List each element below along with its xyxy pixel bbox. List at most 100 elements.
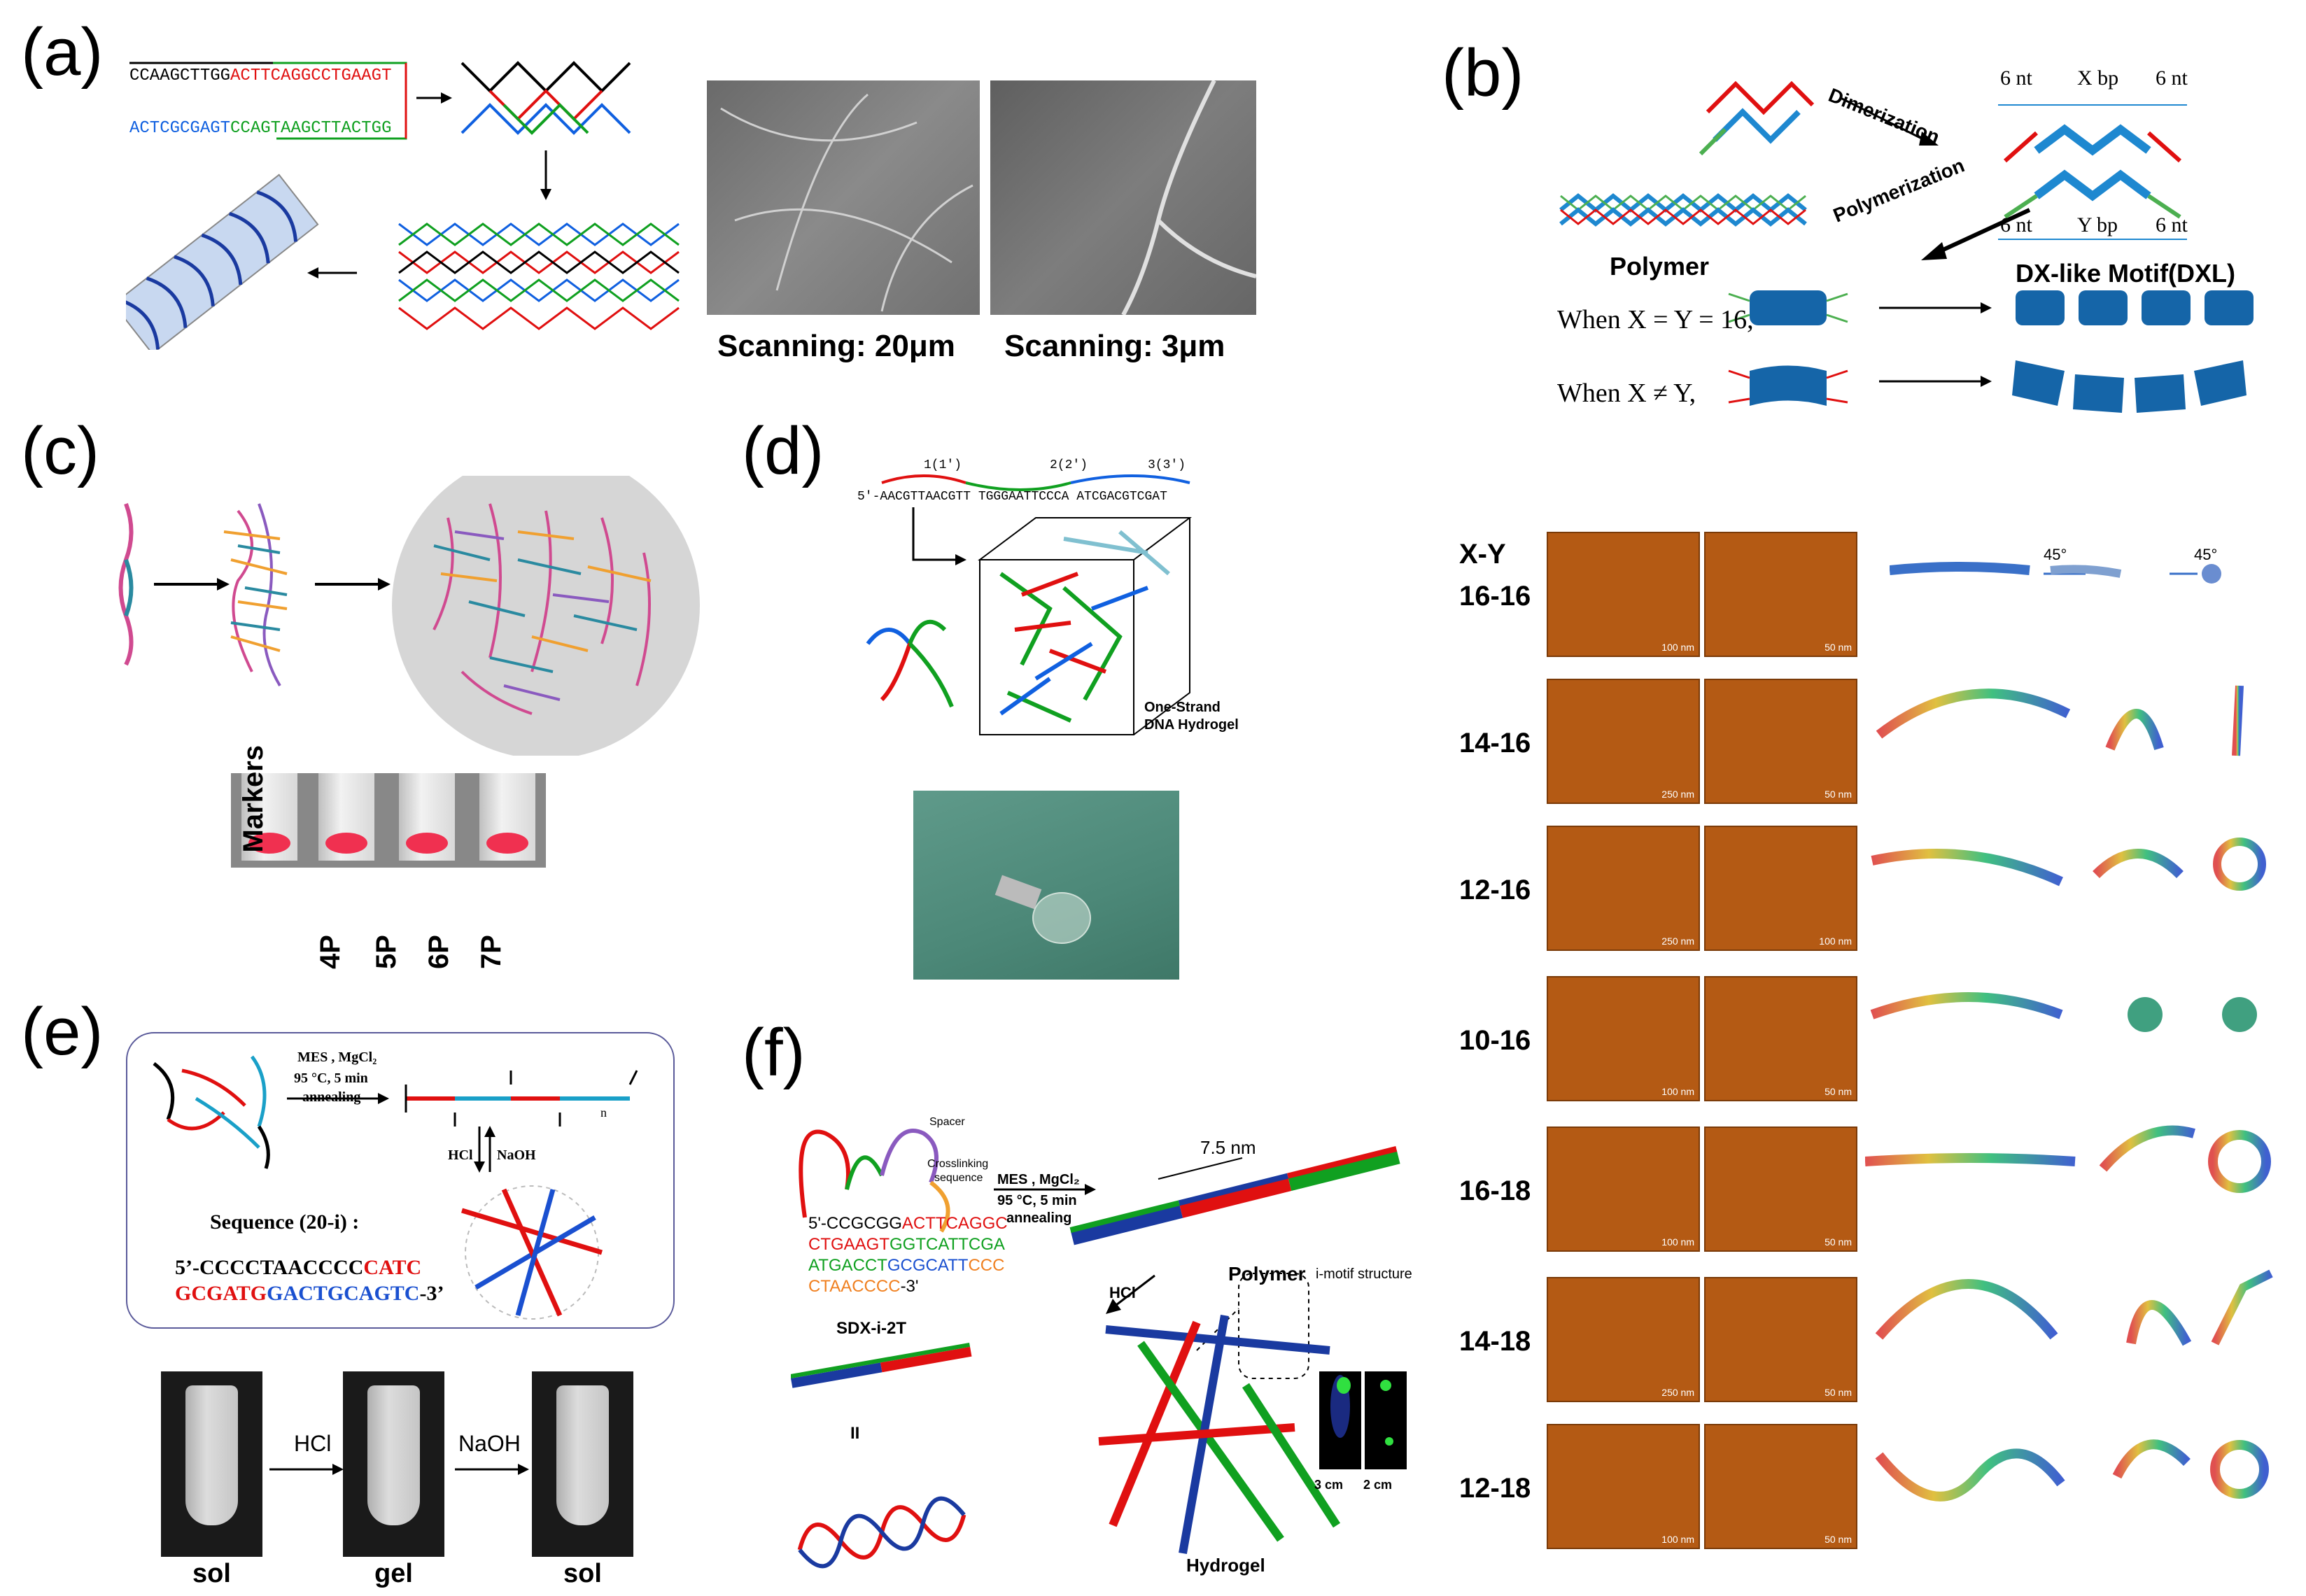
- row-label-7: 12-18: [1459, 1473, 1531, 1504]
- f-seq-line2: CTGAAGTGGTCATTCGA: [808, 1235, 1005, 1255]
- scan-caption-1: Scanning: 20μm: [717, 329, 955, 363]
- rainbow-models: [1865, 685, 2273, 1502]
- tube-label: Markers: [238, 745, 269, 853]
- f-seq2-red: CTGAAGT: [808, 1235, 890, 1254]
- polymer-label: Polymer: [1610, 252, 1710, 281]
- vial: [479, 773, 535, 861]
- xy-header: X-Y: [1459, 539, 1506, 570]
- equals-mark: II: [850, 1424, 860, 1443]
- f-seq4-black: -3': [900, 1277, 919, 1296]
- crosslink-label-1: Crosslinking: [927, 1158, 989, 1170]
- scale-bar-label: 50 nm: [1825, 1086, 1852, 1097]
- scale-bar-label: 50 nm: [1825, 642, 1852, 653]
- e-seq-line2: GCGATGGACTGCAGTC-3’: [175, 1282, 444, 1306]
- xbp-label: X bp: [2077, 66, 2119, 90]
- sdx-name: SDX-i-2T: [836, 1319, 907, 1338]
- tube-photo-1: [161, 1371, 262, 1557]
- nt-right-top: 6 nt: [2156, 66, 2188, 90]
- segment-1-label: 1(1'): [924, 458, 962, 472]
- d-sequence: 5′-AACGTTAACGTT TGGGAATTCCCA ATCGACGTCGA…: [857, 490, 1167, 504]
- afm-image: 100 nm: [1704, 826, 1857, 951]
- scale-bar-label: 100 nm: [1661, 1086, 1694, 1097]
- tube-label: 7P: [476, 935, 507, 969]
- tube-photo-3: [532, 1371, 633, 1557]
- e-seq-l1-red: CATC: [363, 1256, 422, 1279]
- nt-left-bot: 6 nt: [2000, 213, 2032, 236]
- spacer-label: Spacer: [929, 1116, 965, 1128]
- seq-a-top: CCAAGCTTGGACTTCAGGCCTGAAGT: [129, 66, 391, 85]
- hydrogel-label-2: DNA Hydrogel: [1144, 717, 1239, 733]
- afm-image: 100 nm: [1547, 532, 1700, 657]
- scale-bar-label: 100 nm: [1819, 935, 1852, 947]
- afm-image: 50 nm: [1704, 1127, 1857, 1252]
- f-cond-1: MES , MgCl₂: [997, 1172, 1080, 1187]
- afm-image: 50 nm: [1704, 976, 1857, 1101]
- afm-image: 250 nm: [1547, 679, 1700, 804]
- f-polymer-label: Polymer: [1228, 1263, 1306, 1285]
- rotation-angle-1: 45°: [2044, 546, 2067, 563]
- panel-e-schematic: [153, 1055, 638, 1320]
- e-seq-title: Sequence (20-i) :: [210, 1210, 360, 1234]
- afm-image: 250 nm: [1547, 826, 1700, 951]
- f-seq3-green: ATGACCT: [808, 1256, 887, 1275]
- panel-a-label: (a): [21, 15, 104, 90]
- segment-2-label: 2(2'): [1050, 458, 1088, 472]
- row-label-6: 14-18: [1459, 1326, 1531, 1357]
- row-label-5: 16-18: [1459, 1175, 1531, 1206]
- scale-bar-label: 250 nm: [1661, 1387, 1694, 1398]
- e-seq-l2-red: GCGATG: [175, 1282, 267, 1305]
- afm-image: 50 nm: [1704, 679, 1857, 804]
- e-hcl: HCl: [448, 1147, 473, 1163]
- scale-bar-label: 250 nm: [1661, 789, 1694, 800]
- f-seq-line3: ATGACCTGCGCATTCCC: [808, 1256, 1004, 1276]
- e-seq-l2-black: -3’: [419, 1282, 444, 1305]
- panel-b-schematic: [1559, 80, 2254, 413]
- when-neq-text: When X ≠ Y,: [1557, 379, 1696, 408]
- row-label-1: 16-16: [1459, 581, 1531, 612]
- afm-image: 50 nm: [1704, 1277, 1857, 1402]
- tube-label: 4P: [315, 935, 346, 969]
- scale-bar-label: 50 nm: [1825, 1236, 1852, 1248]
- arrow-label-hcl: HCl: [294, 1431, 332, 1456]
- scale-bar-label: 100 nm: [1661, 642, 1694, 653]
- f-seq4-orange: CTAACCCC: [808, 1277, 901, 1296]
- state-label: sol: [192, 1559, 231, 1588]
- nt-left-top: 6 nt: [2000, 66, 2032, 90]
- scale-bar-label: 100 nm: [1661, 1236, 1694, 1248]
- f-cond-3: annealing: [1006, 1210, 1072, 1226]
- vial: [241, 773, 297, 861]
- panel-c-schematic: [118, 476, 700, 756]
- panel-c-label: (c): [21, 414, 99, 488]
- row-label-2: 14-16: [1459, 728, 1531, 758]
- rotation-angle-2: 45°: [2194, 546, 2218, 563]
- panel-d-schematic: [866, 474, 1192, 735]
- hydrogel-photo: [913, 791, 1179, 980]
- scale-bar-label: 50 nm: [1825, 789, 1852, 800]
- e-cond-2: 95 °C, 5 min: [294, 1071, 368, 1086]
- afm-image: 100 nm: [1547, 1424, 1700, 1549]
- afm-image: 50 nm: [1704, 532, 1857, 657]
- e-cond-1: MES , MgCl₂: [297, 1050, 377, 1065]
- e-seq-line1: 5’-CCCCTAACCCCCATC: [175, 1256, 421, 1280]
- row-label-4: 10-16: [1459, 1025, 1531, 1056]
- vial-photo-strip: [231, 773, 546, 868]
- arrow-label-naoh: NaOH: [458, 1431, 521, 1456]
- seq-a-top-red: ACTTCAGGCCTGAAGT: [230, 66, 392, 85]
- e-seq-l2-blue: GACTGCAGTC: [267, 1282, 420, 1305]
- panel-b-label: (b): [1442, 36, 1524, 111]
- state-label: gel: [374, 1559, 413, 1588]
- scale-bar-label: 50 nm: [1825, 1387, 1852, 1398]
- afm-image: 50 nm: [1704, 1424, 1857, 1549]
- tube-label: 6P: [423, 935, 454, 969]
- sem-image-20um: [707, 80, 980, 315]
- seq-a-bot-green: CCAGTAAGCTTACTGG: [230, 119, 392, 138]
- scan-caption-2: Scanning: 3μm: [1004, 329, 1225, 363]
- vial: [318, 773, 374, 861]
- f-seq3-orange: CCC: [968, 1256, 1005, 1275]
- row-label-3: 12-16: [1459, 875, 1531, 905]
- scale-3cm: 3 cm: [1314, 1478, 1344, 1492]
- scale-2cm: 2 cm: [1363, 1478, 1393, 1492]
- afm-image: 250 nm: [1547, 1277, 1700, 1402]
- scale-bar-label: 100 nm: [1661, 1534, 1694, 1545]
- segment-3-label: 3(3'): [1148, 458, 1186, 472]
